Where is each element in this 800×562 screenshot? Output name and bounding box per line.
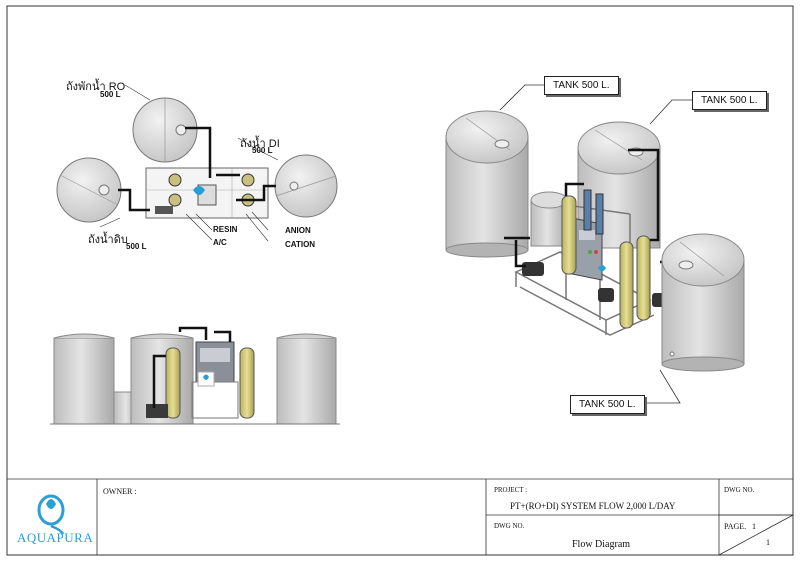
company-logo-text: AQUAPURA [17,530,94,545]
plan-tank-di-volume: 500 L [252,146,273,155]
tank-callout: TANK 500 L. [692,91,767,110]
plan-pipes [118,126,276,212]
plan-skid [145,167,269,219]
plan-tank-raw-volume: 500 L [126,242,147,251]
dwg-no-label: DWG NO. [724,486,755,494]
tank-callout: TANK 500 L. [570,395,645,414]
plan-tank-di-label: ถังน้ำ DI [240,138,280,150]
drawing-name: Flow Diagram [572,539,631,550]
project-value: PT+(RO+DI) SYSTEM FLOW 2,000 L/DAY [510,501,676,511]
iso-tank-front [661,233,745,372]
iso-view [445,84,745,404]
dwg-no-label: DWG NO. [494,522,525,530]
page-label: PAGE. [724,522,747,531]
iso-pumps [522,262,666,307]
plan-tank-raw-label: ถังน้ำดิบ [88,234,128,246]
plan-label-anion: ANION [285,226,311,235]
owner-label: OWNER : [103,487,137,496]
front-elevation [50,326,340,425]
plan-view [56,84,338,242]
sheet-border [6,5,794,556]
plan-tank-ro [132,97,198,163]
plan-leaders [99,84,279,242]
plan-label-cation: CATION [285,240,316,249]
plan-tank-di [274,154,338,218]
iso-tank-left [445,110,529,258]
iso-vessels [561,189,651,329]
iso-tank-small [530,191,568,247]
title-block-lines [7,478,794,556]
iso-control-panel [571,217,606,281]
page-total: 1 [766,538,770,547]
tank-callout: TANK 500 L. [544,76,619,95]
plan-label-resin: RESIN [213,225,238,234]
page-number: 1 [752,522,756,531]
project-label: PROJECT : [494,486,528,494]
plan-tank-ro-volume: 500 L [100,90,121,99]
plan-tank-raw [56,157,122,223]
plan-label-ac: A/C [213,238,227,247]
aquapura-logo-mark [37,494,65,535]
iso-tank-back [577,121,661,249]
plan-tank-ro-label: ถังพักน้ำ RO [66,81,126,93]
